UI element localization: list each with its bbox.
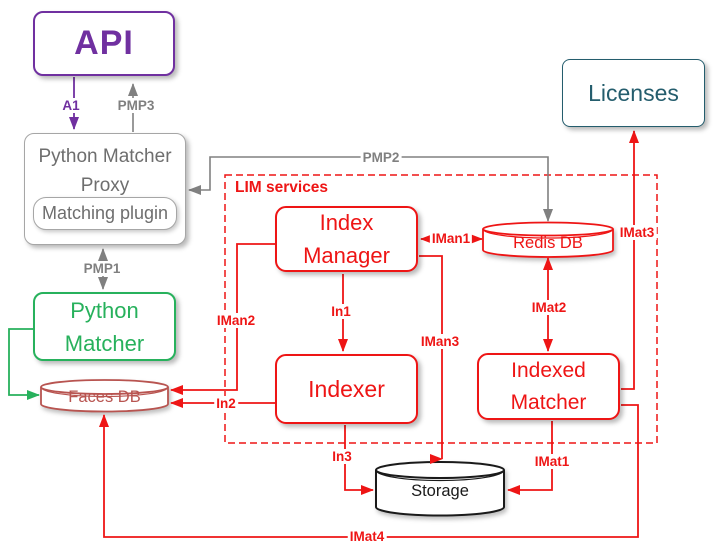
- edge-label-in1: In1: [329, 304, 353, 319]
- edge-label-pmp1: PMP1: [81, 261, 123, 276]
- redis-db-label: Redis DB: [513, 233, 583, 252]
- redis-db-cylinder: [482, 221, 614, 258]
- edge-label-iman1: IMan1: [429, 231, 473, 246]
- index-manager-label: Index Manager: [303, 210, 390, 268]
- index-manager-node: Index Manager: [275, 206, 418, 272]
- python-matcher-proxy-label: Python Matcher Proxy: [38, 146, 172, 196]
- faces-db-cylinder: [40, 379, 169, 413]
- indexer-label: Indexer: [308, 375, 385, 402]
- edge-imat1-arrow: [507, 421, 553, 495]
- licenses-label: Licenses: [588, 79, 679, 106]
- indexed-matcher-label: Indexed Matcher: [510, 359, 587, 414]
- edge-imat3-arrow: [621, 130, 639, 390]
- edge-pmp2-arrow: [188, 156, 553, 222]
- edge-label-in3: In3: [330, 449, 354, 464]
- edge-python-matcher-to-faces-db: [8, 328, 40, 400]
- edge-iman3-arrow: [419, 255, 447, 460]
- edge-label-iman3: IMan3: [418, 334, 462, 349]
- storage-label: Storage: [411, 481, 469, 500]
- api-label: API: [74, 24, 134, 62]
- edge-label-imat1: IMat1: [532, 454, 572, 469]
- matching-plugin-label: Matching plugin: [41, 203, 169, 223]
- edge-label-pmp3: PMP3: [115, 98, 157, 113]
- indexed-matcher-node: Indexed Matcher: [477, 353, 620, 420]
- python-matcher-label: Python Matcher: [64, 297, 145, 356]
- edge-label-a1: A1: [60, 98, 82, 113]
- edge-in3-arrow: [344, 425, 374, 495]
- matching-plugin-node: Matching plugin: [33, 197, 177, 230]
- indexer-node: Indexer: [275, 354, 418, 424]
- api-node: API: [33, 11, 175, 76]
- edge-label-pmp2: PMP2: [360, 150, 402, 165]
- python-matcher-proxy-node: Python Matcher Proxy Matching plugin: [24, 133, 186, 245]
- lim-services-group-label: LIM services: [233, 179, 331, 197]
- licenses-node: Licenses: [562, 59, 705, 127]
- python-matcher-node: Python Matcher: [33, 292, 176, 361]
- edge-label-iman2: IMan2: [214, 313, 258, 328]
- edge-label-imat4: IMat4: [347, 529, 387, 544]
- edge-label-in2: In2: [214, 396, 238, 411]
- lim-services-group-border: [224, 174, 658, 444]
- edge-label-imat2: IMat2: [529, 300, 569, 315]
- storage-cylinder: [375, 461, 505, 517]
- edge-label-imat3: IMat3: [617, 225, 657, 240]
- faces-db-label: Faces DB: [68, 387, 141, 406]
- edge-imat4-arrow: [99, 404, 639, 538]
